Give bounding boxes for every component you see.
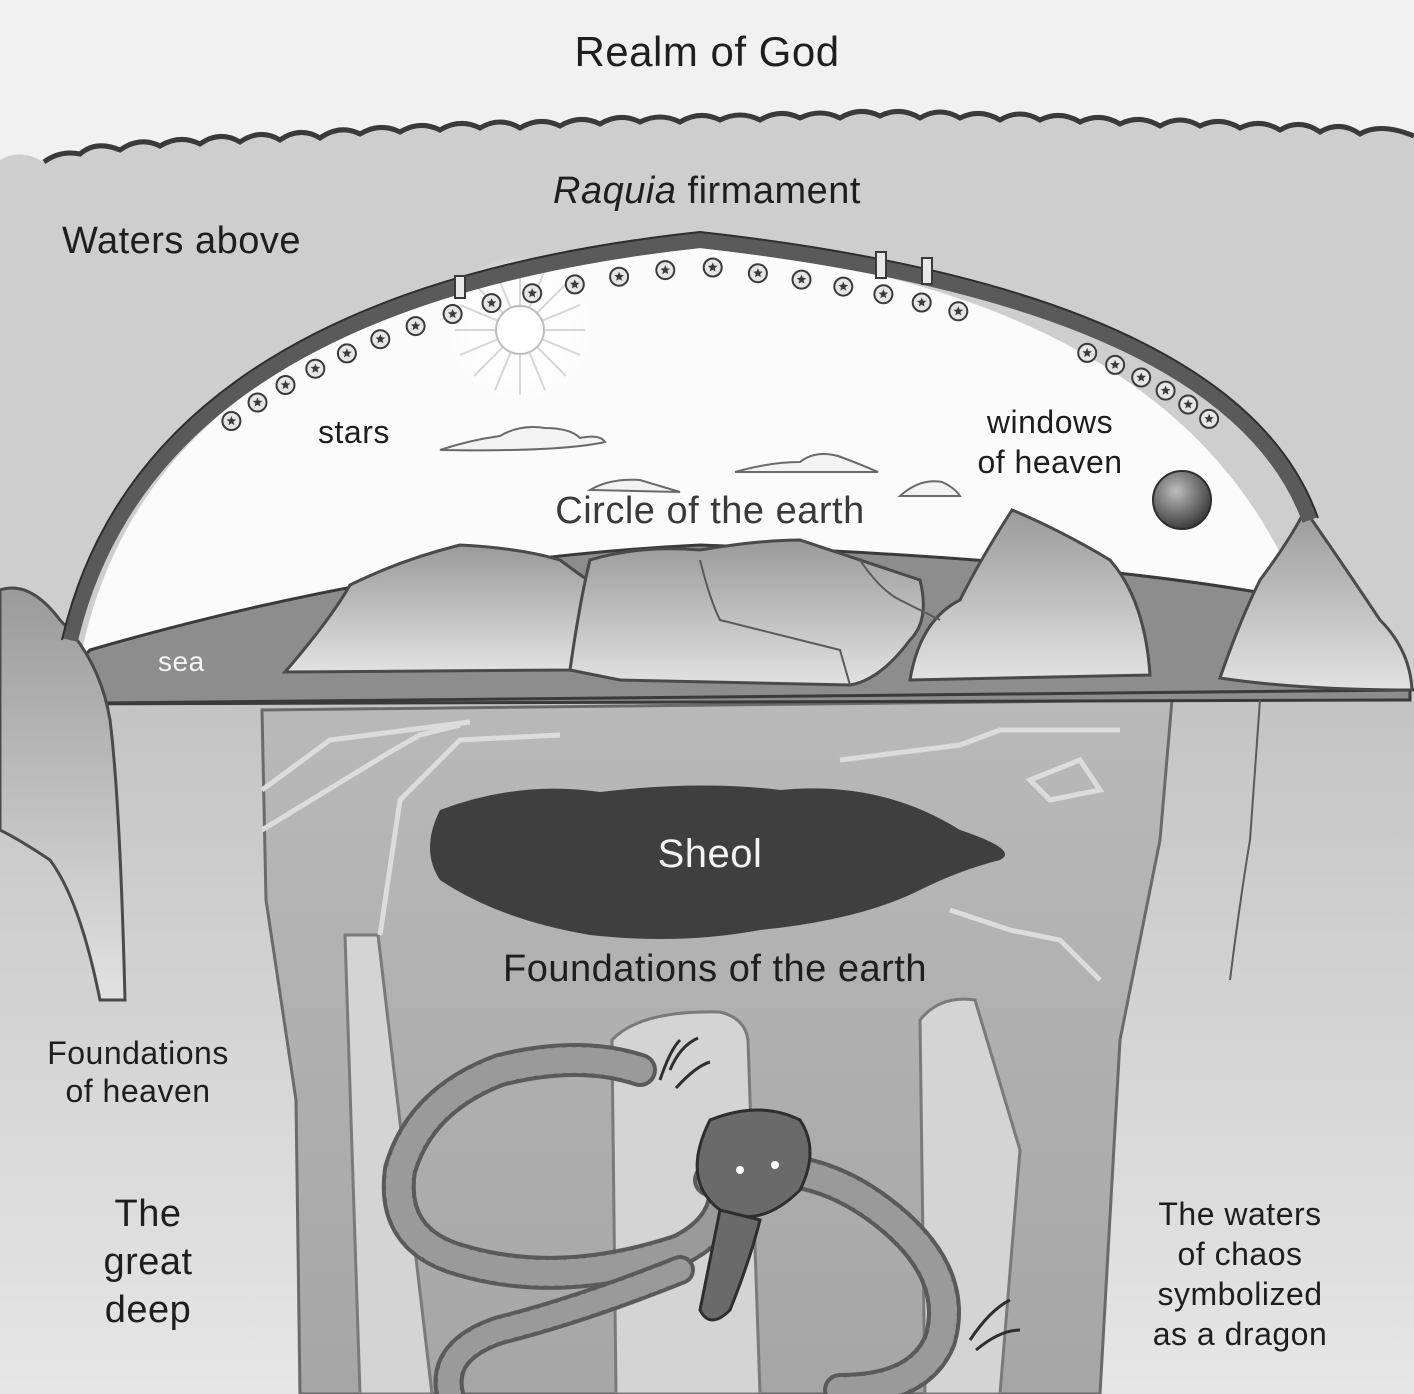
sheol-label: Sheol — [657, 832, 763, 876]
star-glyph — [796, 274, 807, 284]
star-glyph — [486, 298, 497, 308]
chaos-line-3: symbolized — [1157, 1276, 1323, 1312]
firmament-word: firmament — [687, 170, 861, 212]
great-deep-line-1: The — [114, 1193, 182, 1235]
star-glyph — [1082, 347, 1092, 357]
star-glyph — [410, 321, 421, 331]
chaos-line-4: as a dragon — [1152, 1316, 1328, 1352]
star-glyph — [1160, 385, 1171, 395]
chaos-line-1: The waters — [1158, 1196, 1322, 1232]
star-glyph — [707, 262, 718, 272]
star-glyph — [838, 281, 849, 291]
window-icon — [454, 251, 933, 299]
stars-label: stars — [318, 414, 390, 450]
raquia-word: Raquia — [553, 170, 677, 212]
star-glyph — [753, 268, 763, 278]
realm-of-god-label: Realm of God — [574, 28, 840, 75]
star-glyph — [878, 289, 889, 299]
great-deep-label: The great deep — [48, 1190, 248, 1334]
waters-above-label: Waters above — [62, 220, 302, 262]
sun-icon — [445, 255, 595, 405]
star-glyph — [953, 306, 963, 316]
firmament-dome — [62, 231, 1318, 642]
cloud-icon — [439, 426, 962, 497]
star-glyph — [1136, 372, 1146, 382]
foundations-of-heaven-label: Foundations of heaven — [20, 1034, 256, 1110]
star-glyph — [1110, 359, 1120, 369]
star-glyph — [310, 363, 321, 373]
great-deep-line-3: deep — [104, 1289, 192, 1331]
circle-of-earth-label: Circle of the earth — [555, 490, 865, 532]
star-glyph — [375, 334, 386, 344]
star-glyph — [614, 271, 624, 281]
chaos-line-2: of chaos — [1177, 1236, 1303, 1272]
sea-label: sea — [158, 646, 205, 677]
foundations-heaven-line-2: of heaven — [65, 1073, 211, 1109]
star-glyph — [660, 265, 670, 275]
star-glyph — [226, 416, 237, 426]
star-glyph — [447, 309, 458, 319]
foundations-heaven-line-1: Foundations — [47, 1035, 229, 1071]
star-glyph — [570, 279, 580, 289]
sheol-area — [430, 785, 1005, 939]
firmament-label: Raquia firmament — [0, 170, 1414, 213]
windows-line-1: windows — [986, 404, 1114, 440]
star-glyph — [916, 297, 927, 307]
windows-of-heaven-label: windows of heaven — [960, 402, 1140, 482]
great-deep-line-2: great — [103, 1241, 193, 1283]
moon-icon — [1152, 470, 1212, 530]
star-glyph — [280, 380, 291, 390]
star-glyph — [252, 397, 263, 407]
star-glyph — [342, 348, 352, 358]
windows-line-2: of heaven — [977, 444, 1123, 480]
star-glyph — [1204, 413, 1214, 423]
dragon-icon — [381, 1036, 1021, 1394]
waters-of-chaos-label: The waters of chaos symbolized as a drag… — [1120, 1194, 1360, 1354]
earth-cracks — [260, 719, 1120, 982]
stars-layer — [221, 257, 1220, 431]
star-glyph — [527, 288, 537, 298]
star-glyph — [1183, 399, 1193, 409]
foundations-of-earth-label: Foundations of the earth — [503, 948, 927, 990]
